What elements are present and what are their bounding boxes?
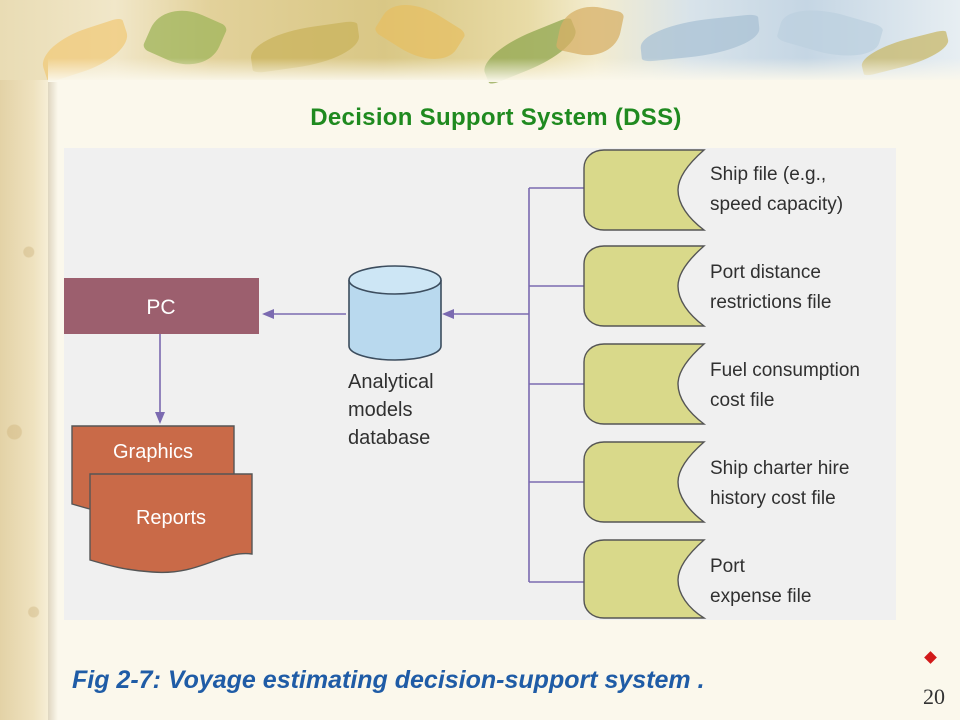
- file-ship-charter-line-1: Ship charter hire: [710, 458, 849, 479]
- file-ship-charter: [583, 441, 707, 523]
- database-label-line-3: database: [348, 427, 430, 449]
- database-label-line-2: models: [348, 399, 412, 421]
- graphics-label: Graphics: [113, 441, 193, 463]
- left-band-shadow: [48, 80, 58, 720]
- parchment-left-band: [0, 0, 48, 720]
- file-ship: [583, 149, 707, 231]
- file-fuel-consumption-line-2: cost file: [710, 390, 774, 411]
- database-label-line-1: Analytical: [348, 371, 434, 393]
- file-ship-line-1: Ship file (e.g.,: [710, 164, 826, 185]
- pc-label: PC: [146, 296, 175, 319]
- dss-diagram: PC Analytical models database Graphics R…: [64, 148, 896, 620]
- file-ship-line-2: speed capacity): [710, 194, 843, 215]
- file-port-distance-line-1: Port distance: [710, 262, 821, 283]
- banner-fade: [48, 58, 960, 82]
- reports-label: Reports: [136, 507, 206, 529]
- file-port-expense-line-1: Port: [710, 556, 746, 577]
- pc-box: [64, 278, 259, 334]
- file-ship-charter-line-2: history cost file: [710, 488, 836, 509]
- diamond-bullet-icon: [924, 651, 937, 664]
- banner-leaf: [638, 13, 762, 63]
- file-port-distance-line-2: restrictions file: [710, 292, 831, 313]
- file-port-distance: [583, 245, 707, 327]
- file-fuel-consumption-line-1: Fuel consumption: [710, 360, 860, 381]
- banner-leaf: [555, 0, 625, 62]
- page-number: 20: [923, 684, 945, 709]
- diagram-svg: PC Analytical models database Graphics R…: [64, 149, 860, 619]
- database-cylinder: [348, 265, 442, 361]
- file-port-expense: [583, 539, 707, 619]
- file-fuel-consumption: [583, 343, 707, 425]
- slide-title: Decision Support System (DSS): [310, 104, 682, 131]
- figure-caption: Fig 2-7: Voyage estimating decision-supp…: [72, 666, 705, 694]
- file-port-expense-line-2: expense file: [710, 586, 811, 607]
- reports-document: [89, 473, 253, 574]
- connector-lines: [155, 187, 586, 583]
